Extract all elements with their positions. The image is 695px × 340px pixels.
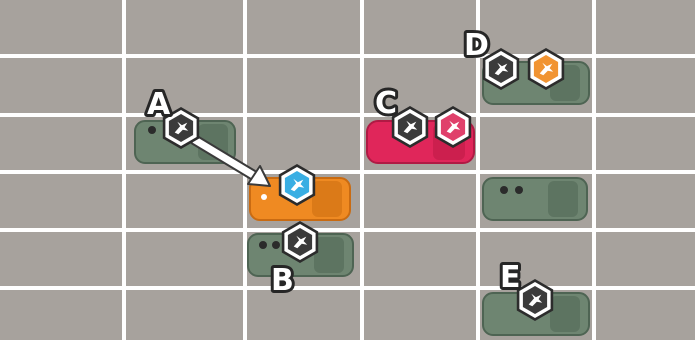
label-b: B (271, 263, 294, 298)
grid-cell (247, 58, 360, 113)
grid-cell (0, 174, 122, 228)
grid-cell (0, 117, 122, 170)
grid-cell (0, 232, 122, 286)
grid-cell (0, 290, 122, 340)
grid-cell (364, 174, 476, 228)
grid-cell (247, 117, 360, 170)
grid-cell (126, 58, 243, 113)
label-c: C (375, 86, 397, 121)
grid-cell (247, 0, 360, 54)
grid-cell (126, 0, 243, 54)
grid-cell (480, 117, 592, 170)
grid-cell (126, 174, 243, 228)
grid-cell (364, 232, 476, 286)
grid-cell (596, 232, 695, 286)
grid-cell (247, 290, 360, 340)
grid-cell (0, 58, 122, 113)
grid-cell (364, 290, 476, 340)
grid-cell (596, 174, 695, 228)
grid-cell (480, 0, 592, 54)
label-e: E (500, 260, 521, 295)
grid-cell (0, 0, 122, 54)
label-d: D (464, 28, 489, 63)
grid-cell (596, 0, 695, 54)
grid-cell (596, 290, 695, 340)
label-a: A (147, 87, 171, 122)
grid-cell (364, 0, 476, 54)
grid-cell (126, 290, 243, 340)
grid-cell (480, 232, 592, 286)
grid-cell (596, 58, 695, 113)
grid-cell (126, 232, 243, 286)
grid-cell (596, 117, 695, 170)
car-empty[interactable] (483, 178, 587, 220)
